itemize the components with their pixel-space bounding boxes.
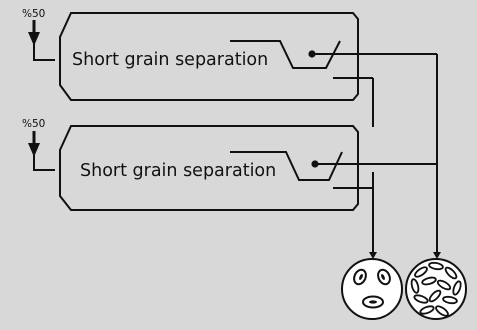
feed-percent-2: %50 [22,118,45,130]
down-arrow-icon [28,20,40,46]
arrow-head-icon [433,252,441,259]
separator-drum-1 [59,12,359,101]
feed-line-2 [33,155,55,171]
feed-percent-1: %50 [22,8,45,20]
separation-unit-1: %50 Short grain separation [22,8,437,127]
long-grain-circle-icon [405,258,467,320]
separation-unit-2: %50 Short grain separation [22,118,437,211]
unit-label-2: Short grain separation [80,161,276,181]
arrow-head-icon [369,252,377,259]
feed-line-1 [33,44,55,61]
separator-bowl-icon [230,151,343,181]
separator-bowl-icon [230,40,341,69]
short-grain-circle-icon [341,258,403,320]
collection-lines [369,54,441,259]
separator-drum-2 [59,125,359,211]
down-arrow-icon [28,131,40,157]
unit-label-1: Short grain separation [72,50,268,70]
